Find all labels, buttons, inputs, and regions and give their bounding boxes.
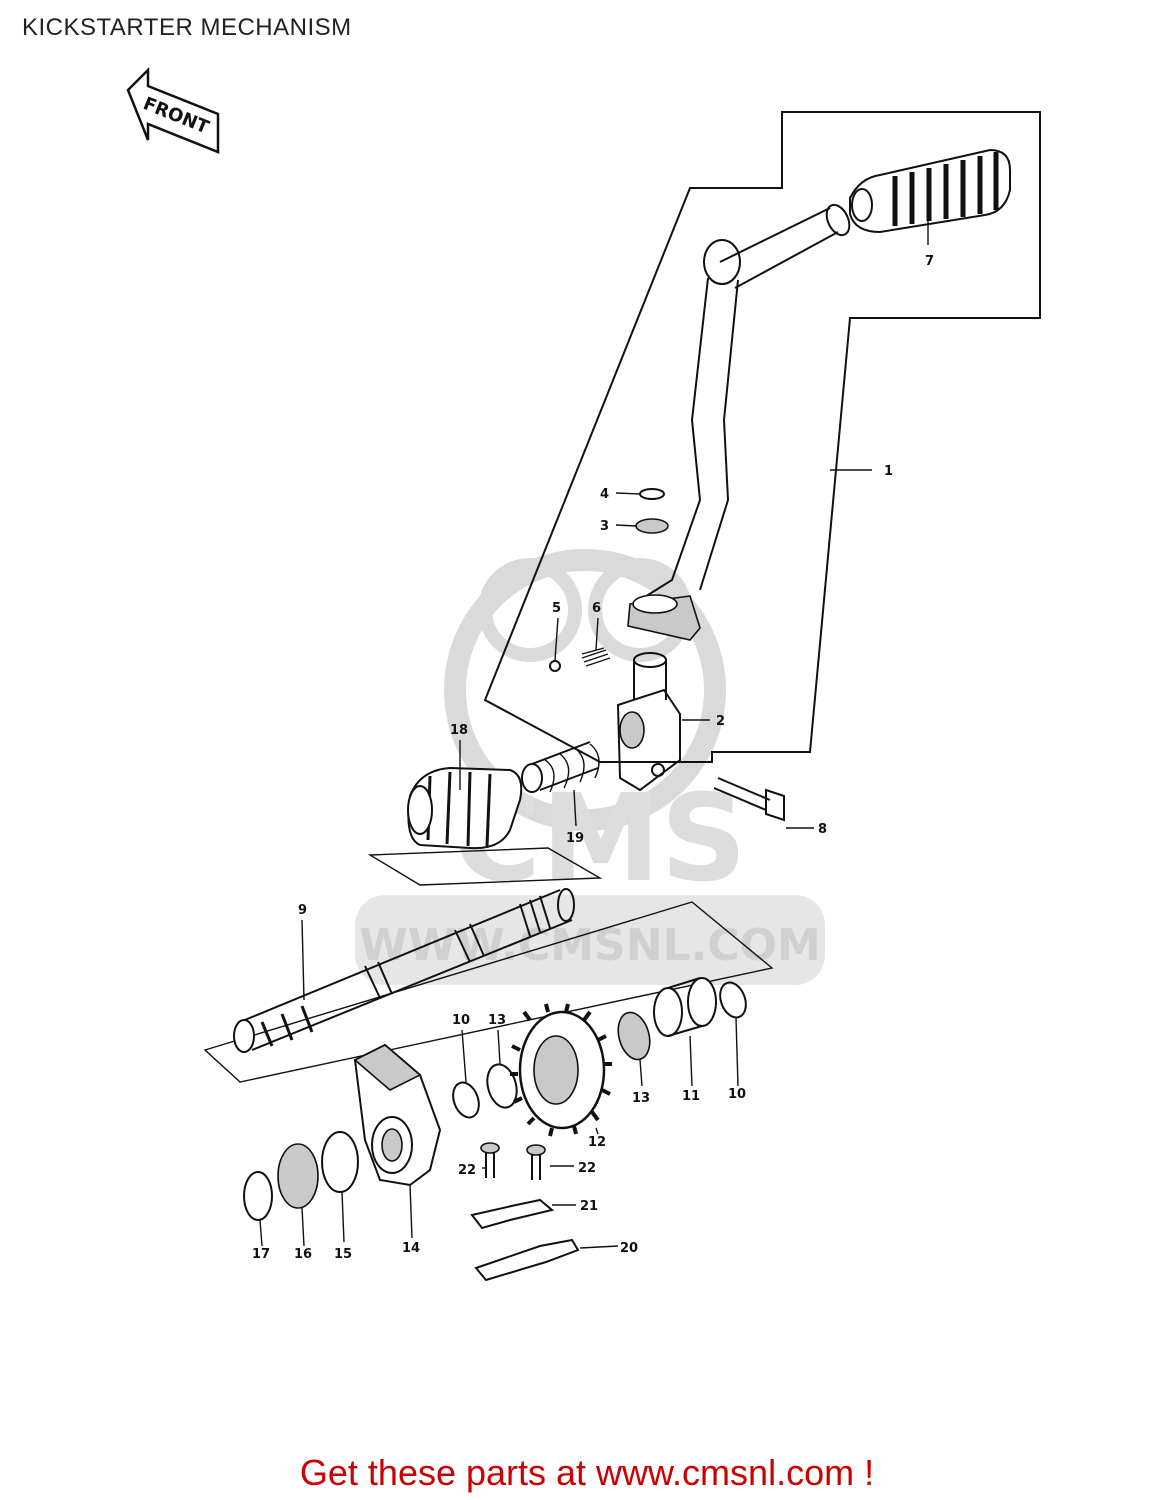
circlip-17: [243, 1171, 273, 1221]
bolt-22a: [480, 1142, 500, 1178]
footer-cta-link[interactable]: Get these parts at www.cmsnl.com !: [299, 1452, 875, 1493]
callout-5: 5: [552, 601, 561, 616]
pivot-part: [616, 652, 681, 792]
callout-labels: 1 2 3 4 5 6 7 8 9 10 10 11 12 13 13 14 1…: [252, 254, 934, 1262]
page-title: KICKSTARTER MECHANISM: [22, 14, 352, 41]
callout-9: 9: [298, 903, 307, 918]
watermark: CMS WWW.CMSNL.COM: [355, 549, 825, 985]
platform-9: [203, 901, 774, 1083]
ratchet-part: [353, 1043, 442, 1187]
bushing-part: [653, 977, 717, 1037]
kick-shaft-part: [233, 888, 575, 1053]
callout-3: 3: [600, 519, 609, 534]
callout-12: 12: [588, 1135, 606, 1150]
callout-10-left: 10: [452, 1013, 470, 1028]
callout-20: 20: [620, 1241, 638, 1256]
callout-11: 11: [682, 1089, 700, 1104]
callout-4: 4: [600, 487, 609, 502]
callout-14: 14: [402, 1241, 420, 1256]
gear-part: [510, 1003, 612, 1137]
washer-16: [277, 1143, 319, 1209]
spring-15: [321, 1131, 359, 1193]
spring-part: [581, 647, 611, 667]
callout-2: 2: [716, 714, 725, 729]
watermark-url: WWW.CMSNL.COM: [359, 920, 821, 971]
callout-1: 1: [884, 464, 893, 479]
callout-17: 17: [252, 1247, 270, 1262]
callout-10-right: 10: [728, 1087, 746, 1102]
callout-7: 7: [925, 254, 934, 269]
circlip-right: [719, 981, 747, 1019]
kick-pedal-arm: [627, 203, 851, 641]
circlip-part: [639, 488, 665, 500]
plate-20: [474, 1238, 580, 1282]
bolt-22b: [526, 1144, 546, 1180]
plate-21: [470, 1198, 555, 1230]
washer-part: [635, 518, 669, 534]
callout-19: 19: [566, 831, 584, 846]
bolt-part: [713, 777, 785, 822]
circlip-left: [452, 1081, 480, 1119]
callout-13-right: 13: [632, 1091, 650, 1106]
callout-21: 21: [580, 1199, 598, 1214]
washer-right: [617, 1011, 651, 1061]
pedal-grip: [849, 148, 1011, 234]
platform-18-19: [367, 847, 603, 886]
callout-18: 18: [450, 723, 468, 738]
callout-13-left: 13: [488, 1013, 506, 1028]
callout-15: 15: [334, 1247, 352, 1262]
coil-spring-part: [521, 741, 600, 793]
guide-part: [407, 766, 523, 850]
front-arrow-icon: FRONT: [126, 66, 220, 154]
leader-lines: [259, 210, 929, 1249]
callout-22-left: 22: [458, 1163, 476, 1178]
steel-ball-part: [549, 660, 561, 672]
callout-22-right: 22: [578, 1161, 596, 1176]
callout-8: 8: [818, 822, 827, 837]
washer-left: [486, 1063, 518, 1109]
assembly-outline: [483, 111, 1041, 763]
callout-6: 6: [592, 601, 601, 616]
callout-16: 16: [294, 1247, 312, 1262]
